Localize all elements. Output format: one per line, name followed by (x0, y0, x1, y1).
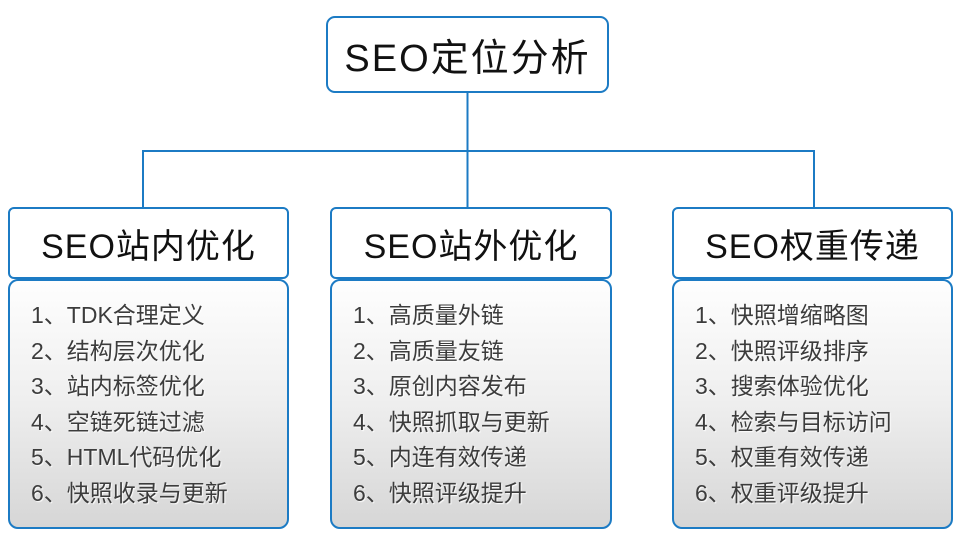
branch-onsite-list: 1、TDK合理定义 2、结构层次优化 3、站内标签优化 4、空链死链过滤 5、H… (8, 279, 289, 529)
list-item: 5、HTML代码优化 (31, 444, 222, 470)
root-node: SEO定位分析 (326, 16, 609, 93)
branch-offsite-header: SEO站外优化 (330, 207, 612, 279)
root-node-label: SEO定位分析 (344, 38, 591, 80)
list-item: 4、空链死链过滤 (31, 408, 205, 435)
list-item: 6、权重评级提升 (695, 479, 869, 506)
list-item: 2、快照评级排序 (695, 337, 869, 364)
list-item: 6、快照收录与更新 (31, 479, 228, 506)
branch-weight-list: 1、快照增缩略图 2、快照评级排序 3、搜索体验优化 4、检索与目标访问 5、权… (672, 279, 953, 529)
list-item: 3、原创内容发布 (353, 373, 527, 399)
list-item: 1、高质量外链 (353, 302, 504, 328)
list-item: 4、快照抓取与更新 (353, 408, 550, 435)
branch-weight-header: SEO权重传递 (672, 207, 953, 279)
list-item: 5、权重有效传递 (695, 444, 869, 470)
list-item: 5、内连有效传递 (353, 444, 527, 470)
list-item: 3、站内标签优化 (31, 373, 205, 399)
branch-offsite-list: 1、高质量外链 2、高质量友链 3、原创内容发布 4、快照抓取与更新 5、内连有… (330, 279, 612, 529)
list-item: 2、结构层次优化 (31, 337, 205, 364)
list-item: 1、TDK合理定义 (31, 302, 205, 328)
branch-onsite-header-label: SEO站内优化 (41, 227, 256, 266)
list-item: 6、快照评级提升 (353, 479, 527, 506)
list-item: 4、检索与目标访问 (695, 408, 892, 435)
branch-offsite-header-label: SEO站外优化 (363, 227, 579, 266)
list-item: 1、快照增缩略图 (695, 302, 869, 328)
list-item: 3、搜索体验优化 (695, 373, 869, 399)
branch-onsite-header: SEO站内优化 (8, 207, 289, 279)
branch-weight-header-label: SEO权重传递 (705, 227, 920, 266)
list-item: 2、高质量友链 (353, 337, 504, 364)
